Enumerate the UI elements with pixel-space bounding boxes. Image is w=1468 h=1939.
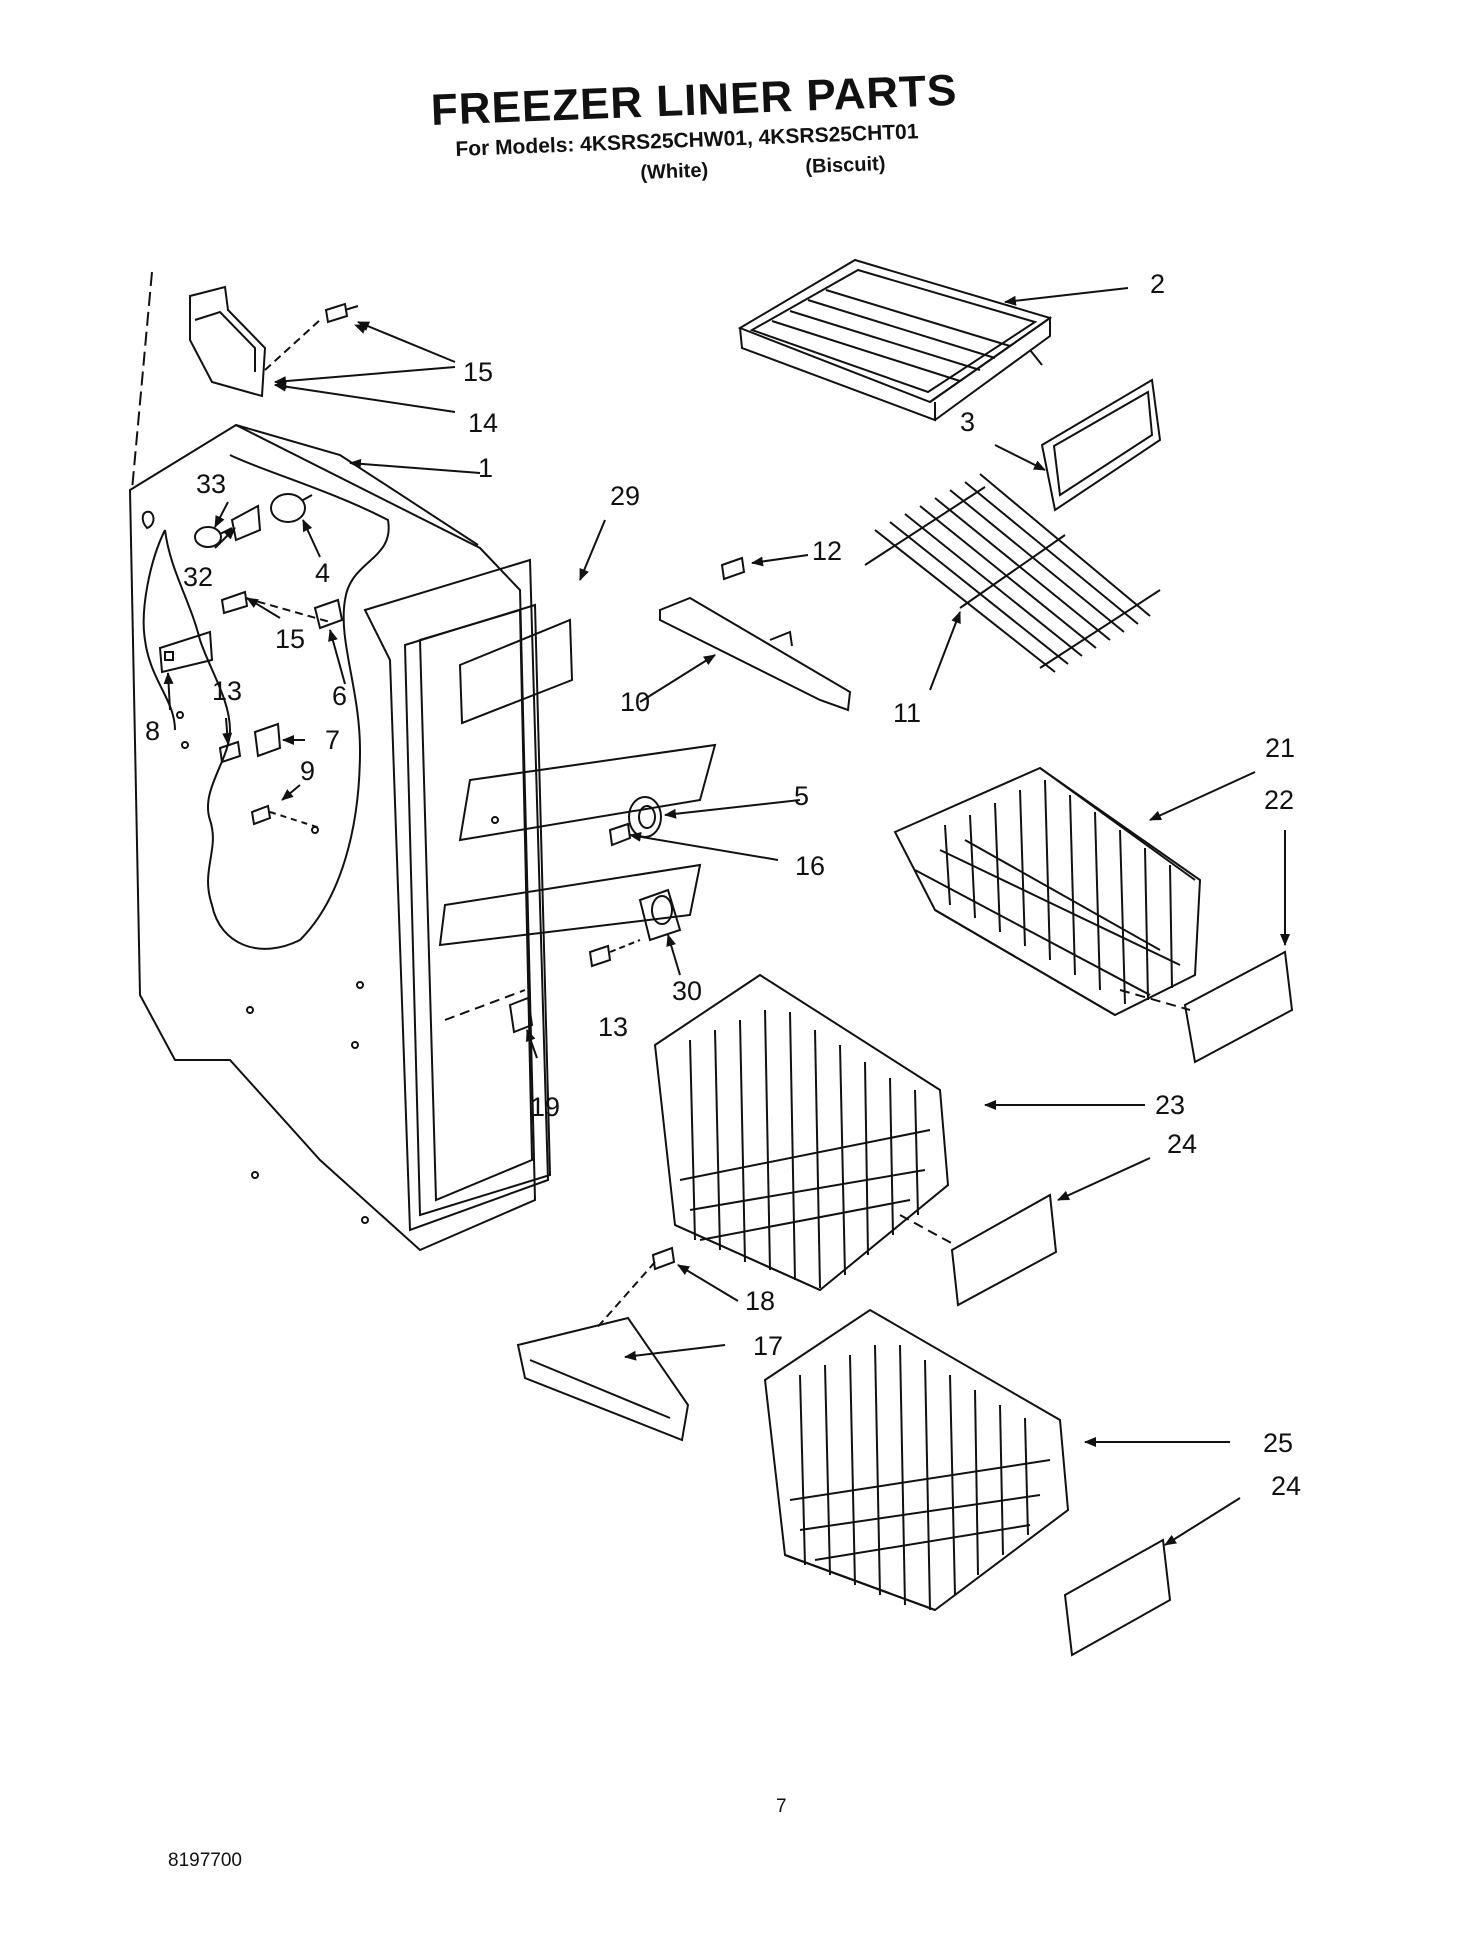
socket-part-32 [230, 504, 262, 542]
document-number: 8197700 [168, 1850, 242, 1871]
callout-15-top: 15 [463, 357, 493, 387]
wire-shelf-part-11 [864, 473, 1161, 673]
callout-29: 29 [610, 481, 640, 511]
callout-12: 12 [812, 536, 842, 566]
callout-24-bottom: 24 [1271, 1471, 1301, 1501]
bracket-part-8 [158, 630, 214, 674]
stop-part-5 [628, 796, 662, 838]
callout-17: 17 [753, 1331, 783, 1361]
callout-4: 4 [315, 558, 330, 588]
screw-part-13-right [588, 939, 641, 968]
clip-part-19 [508, 996, 534, 1034]
callout-3: 3 [960, 407, 975, 437]
callout-13-left: 13 [212, 676, 242, 706]
callout-10: 10 [620, 687, 650, 717]
wire-basket-part-23 [653, 973, 950, 1292]
callout-7: 7 [325, 725, 340, 755]
screw-part-16 [608, 822, 632, 847]
callout-6: 6 [332, 681, 347, 711]
screw-part-15-mid [220, 590, 331, 623]
callout-5: 5 [794, 781, 809, 811]
wire-basket-part-25 [763, 1308, 1070, 1612]
callout-24-middle: 24 [1167, 1129, 1197, 1159]
callout-16: 16 [795, 851, 825, 881]
callout-8: 8 [145, 716, 160, 746]
hinge-bracket-part-14 [189, 285, 267, 398]
screw-part-12 [720, 556, 746, 581]
trim-part-22 [1119, 950, 1294, 1064]
shelf-support-part-10 [659, 596, 852, 712]
clip-part-6 [313, 598, 344, 630]
callout-32: 32 [183, 562, 213, 592]
screw-part-9 [250, 804, 321, 829]
callout-22: 22 [1264, 785, 1294, 815]
callout-23: 23 [1155, 1090, 1185, 1120]
shelf-trim-part-3 [1040, 378, 1162, 512]
trim-part-17 [516, 1316, 690, 1442]
leader-arrows [163, 287, 1290, 1546]
light-shield-part-4 [270, 493, 313, 523]
callout-2: 2 [1150, 269, 1165, 299]
callout-15-mid: 15 [275, 624, 305, 654]
callout-labels: 2 3 1 15 14 29 12 10 11 33 32 4 15 6 13 … [145, 269, 1301, 1501]
freezer-shelf-part-2 [737, 258, 1053, 422]
freezer-liner [128, 271, 717, 1252]
callout-33: 33 [196, 469, 226, 499]
callout-18: 18 [745, 1286, 775, 1316]
callout-13-right: 13 [598, 1012, 628, 1042]
screw-part-15-top [264, 302, 359, 371]
callout-25: 25 [1263, 1428, 1293, 1458]
trim-part-24-middle [899, 1193, 1058, 1307]
callout-14: 14 [468, 408, 498, 438]
callout-30: 30 [672, 976, 702, 1006]
switch-part-7 [253, 722, 282, 758]
callout-19: 19 [530, 1092, 560, 1122]
screw-part-18 [594, 1246, 676, 1331]
callout-11: 11 [893, 698, 921, 728]
trim-part-24-bottom [1063, 1538, 1172, 1657]
wire-basket-part-21 [893, 766, 1202, 1017]
roller-part-30 [638, 888, 682, 942]
callout-1: 1 [478, 453, 493, 483]
callout-9: 9 [300, 756, 315, 786]
callout-21: 21 [1265, 733, 1295, 763]
page-number: 7 [776, 1796, 787, 1817]
